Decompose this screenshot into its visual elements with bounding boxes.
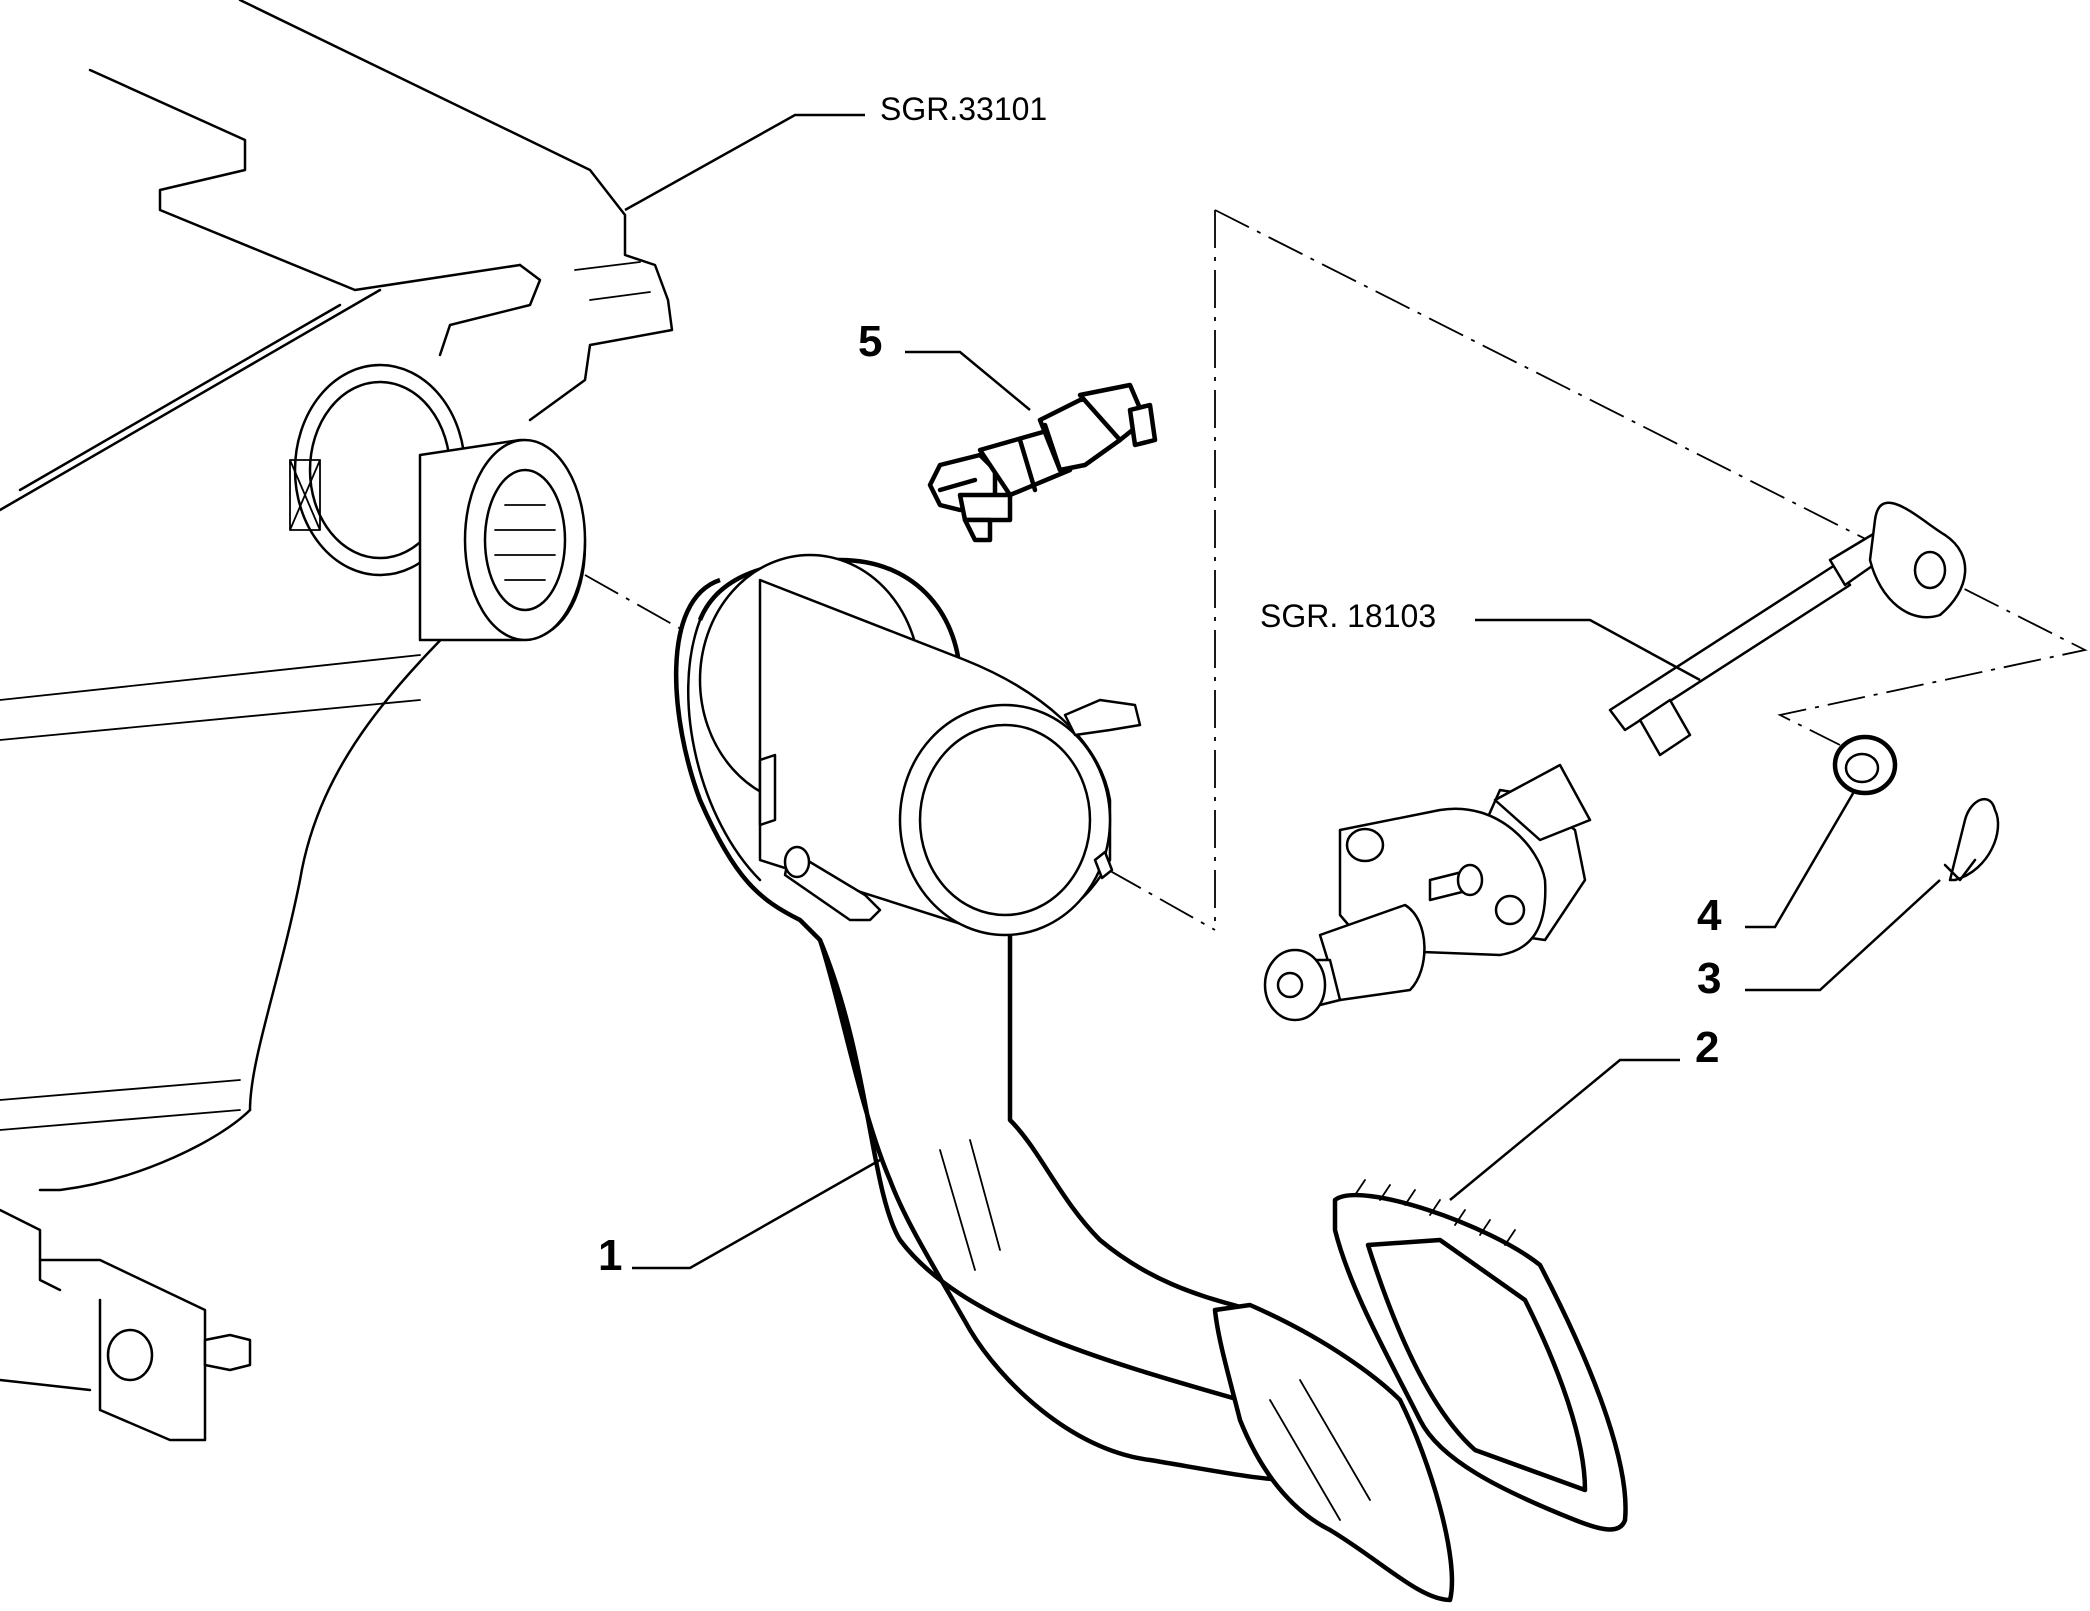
part-3-split-pin [1943,797,2000,882]
callout-1: 1 [598,1231,622,1280]
leader-sgr-18103 [1475,618,1701,682]
axis-line-frame-diagonal [1214,209,2088,746]
clutch-master-cylinder [1263,501,1967,1022]
part-2-pedal-pad [1332,1179,1628,1532]
leader-sgr-33101 [624,113,865,212]
callout-3: 3 [1697,954,1721,1003]
leader-2 [1449,1058,1680,1201]
leader-5 [905,350,1031,411]
part-1-clutch-pedal [673,553,1455,1603]
leader-3 [1745,879,1941,992]
leader-1 [632,1158,881,1270]
part-5-switch [927,382,1158,543]
pedal-support-bracket [0,0,674,1442]
callout-2: 2 [1695,1023,1719,1072]
leader-4 [1745,789,1857,929]
callout-5: 5 [858,317,882,366]
part-4-washer [1832,734,1898,796]
callout-4: 4 [1697,891,1722,940]
reference-sgr-18103: SGR. 18103 [1260,598,1436,634]
reference-sgr-33101: SGR.33101 [880,91,1047,127]
